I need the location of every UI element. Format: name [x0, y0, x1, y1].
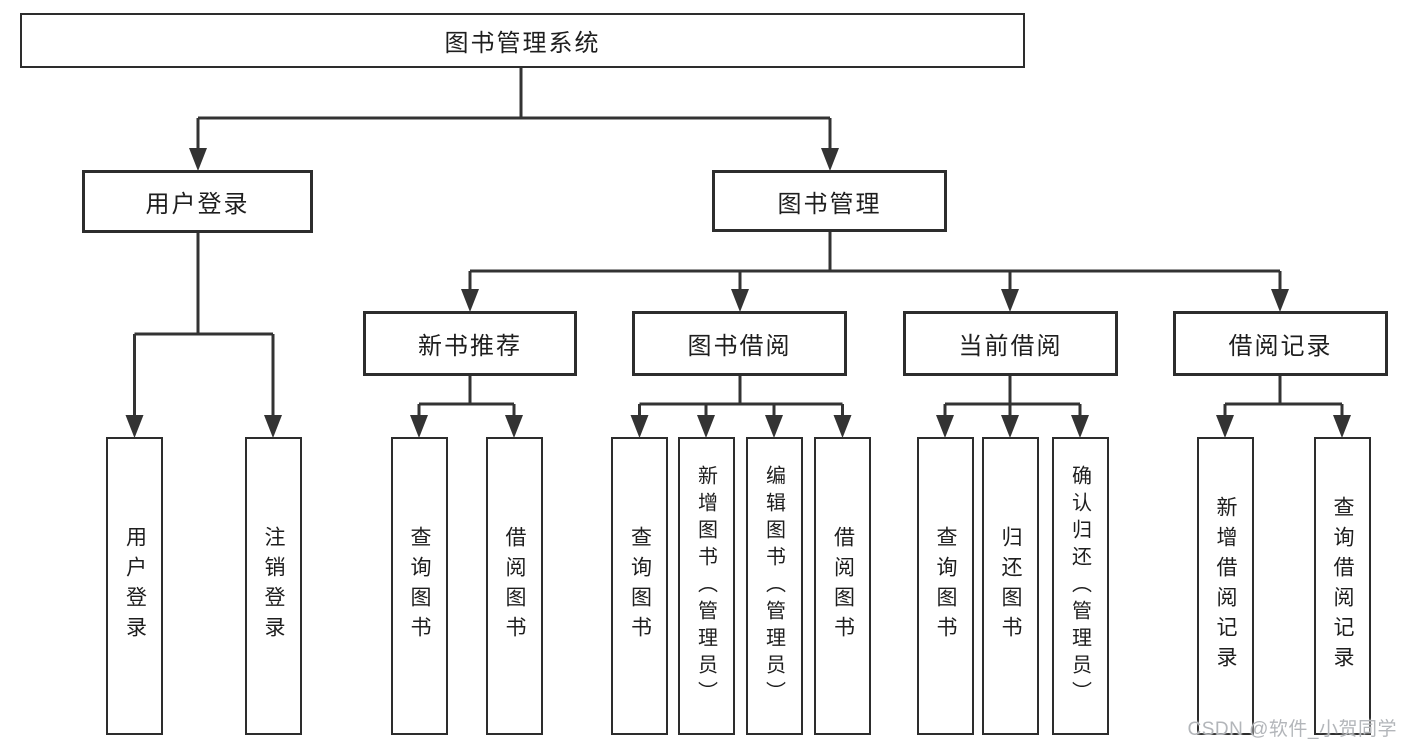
leaf-query-books-borrow: 查询图书	[611, 437, 668, 735]
arrowhead	[410, 415, 428, 438]
leaf-add-borrow-record-label: 新增借阅记录	[1214, 496, 1237, 676]
node-user-login: 用户登录	[82, 170, 313, 233]
node-borrow-records-label: 借阅记录	[1228, 333, 1333, 360]
arrowhead	[1071, 415, 1089, 438]
leaf-borrow-books-recommend-label: 借阅图书	[503, 526, 526, 646]
arrowhead	[821, 148, 839, 171]
leaf-user-login-label: 用户登录	[123, 526, 147, 646]
connector-user-login-children	[125, 231, 282, 438]
arrowhead	[1333, 415, 1351, 438]
leaf-query-books-borrow-label: 查询图书	[628, 526, 652, 646]
leaf-confirm-return-admin: 确认归还（管理员）	[1051, 437, 1109, 735]
arrowhead	[765, 415, 783, 438]
arrowhead	[461, 289, 479, 312]
node-root-label: 图书管理系统	[444, 30, 601, 57]
connector-root-to-level2	[189, 66, 839, 171]
leaf-edit-books-admin: 编辑图书（管理员）	[745, 437, 803, 735]
node-book-borrow-label: 图书借阅	[687, 333, 792, 360]
leaf-borrow-books-recommend: 借阅图书	[485, 437, 543, 735]
leaf-borrow-books-label: 借阅图书	[831, 526, 855, 646]
connector-current-children	[936, 374, 1089, 438]
node-book-mgmt: 图书管理	[712, 170, 947, 232]
node-current-borrow: 当前借阅	[903, 311, 1118, 376]
arrowhead	[1001, 415, 1019, 438]
node-book-borrow: 图书借阅	[632, 311, 847, 376]
node-borrow-records: 借阅记录	[1173, 311, 1388, 376]
leaf-query-borrow-record-label: 查询借阅记录	[1331, 496, 1354, 676]
node-book-mgmt-label: 图书管理	[777, 190, 882, 218]
leaf-query-borrow-record: 查询借阅记录	[1313, 437, 1371, 735]
leaf-confirm-return-admin-label: 确认归还（管理员）	[1068, 464, 1091, 708]
leaf-user-login: 用户登录	[106, 437, 163, 735]
connector-records-children	[1216, 374, 1351, 438]
node-current-borrow-label: 当前借阅	[958, 333, 1063, 360]
leaf-borrow-books: 借阅图书	[814, 437, 871, 735]
connector-borrow-children	[630, 374, 852, 438]
arrowhead	[1001, 289, 1019, 312]
leaf-add-books-admin-label: 新增图书（管理员）	[694, 464, 717, 708]
node-new-book-recommend-label: 新书推荐	[418, 333, 522, 360]
leaf-return-books-label: 归还图书	[999, 526, 1022, 646]
connector-book-mgmt-to-level3	[461, 230, 1289, 312]
leaf-query-books-current-label: 查询图书	[934, 526, 957, 646]
watermark: CSDN @软件_小贺同学	[1187, 719, 1397, 740]
node-user-login-label: 用户登录	[145, 191, 250, 218]
arrowhead	[1216, 415, 1234, 438]
node-new-book-recommend: 新书推荐	[363, 311, 577, 376]
leaf-return-books: 归还图书	[981, 437, 1039, 735]
arrowhead	[125, 415, 144, 438]
arrowhead	[505, 415, 523, 438]
arrowhead	[264, 415, 282, 438]
arrowhead	[630, 415, 649, 438]
leaf-query-books-recommend-label: 查询图书	[408, 526, 431, 646]
leaf-add-borrow-record: 新增借阅记录	[1196, 437, 1254, 735]
arrowhead	[936, 415, 954, 438]
leaf-query-books-recommend: 查询图书	[390, 437, 448, 735]
arrowhead	[731, 289, 749, 312]
arrowhead	[1271, 289, 1289, 312]
leaf-query-books-current: 查询图书	[916, 437, 974, 735]
connector-recommend-children	[410, 374, 523, 438]
arrowhead	[833, 415, 852, 438]
arrowhead	[697, 415, 715, 438]
leaf-add-books-admin: 新增图书（管理员）	[677, 437, 735, 735]
leaf-logout-label: 注销登录	[262, 526, 285, 646]
leaf-edit-books-admin-label: 编辑图书（管理员）	[762, 464, 785, 708]
leaf-logout: 注销登录	[244, 437, 302, 735]
node-root: 图书管理系统	[20, 13, 1025, 68]
arrowhead	[189, 148, 207, 171]
